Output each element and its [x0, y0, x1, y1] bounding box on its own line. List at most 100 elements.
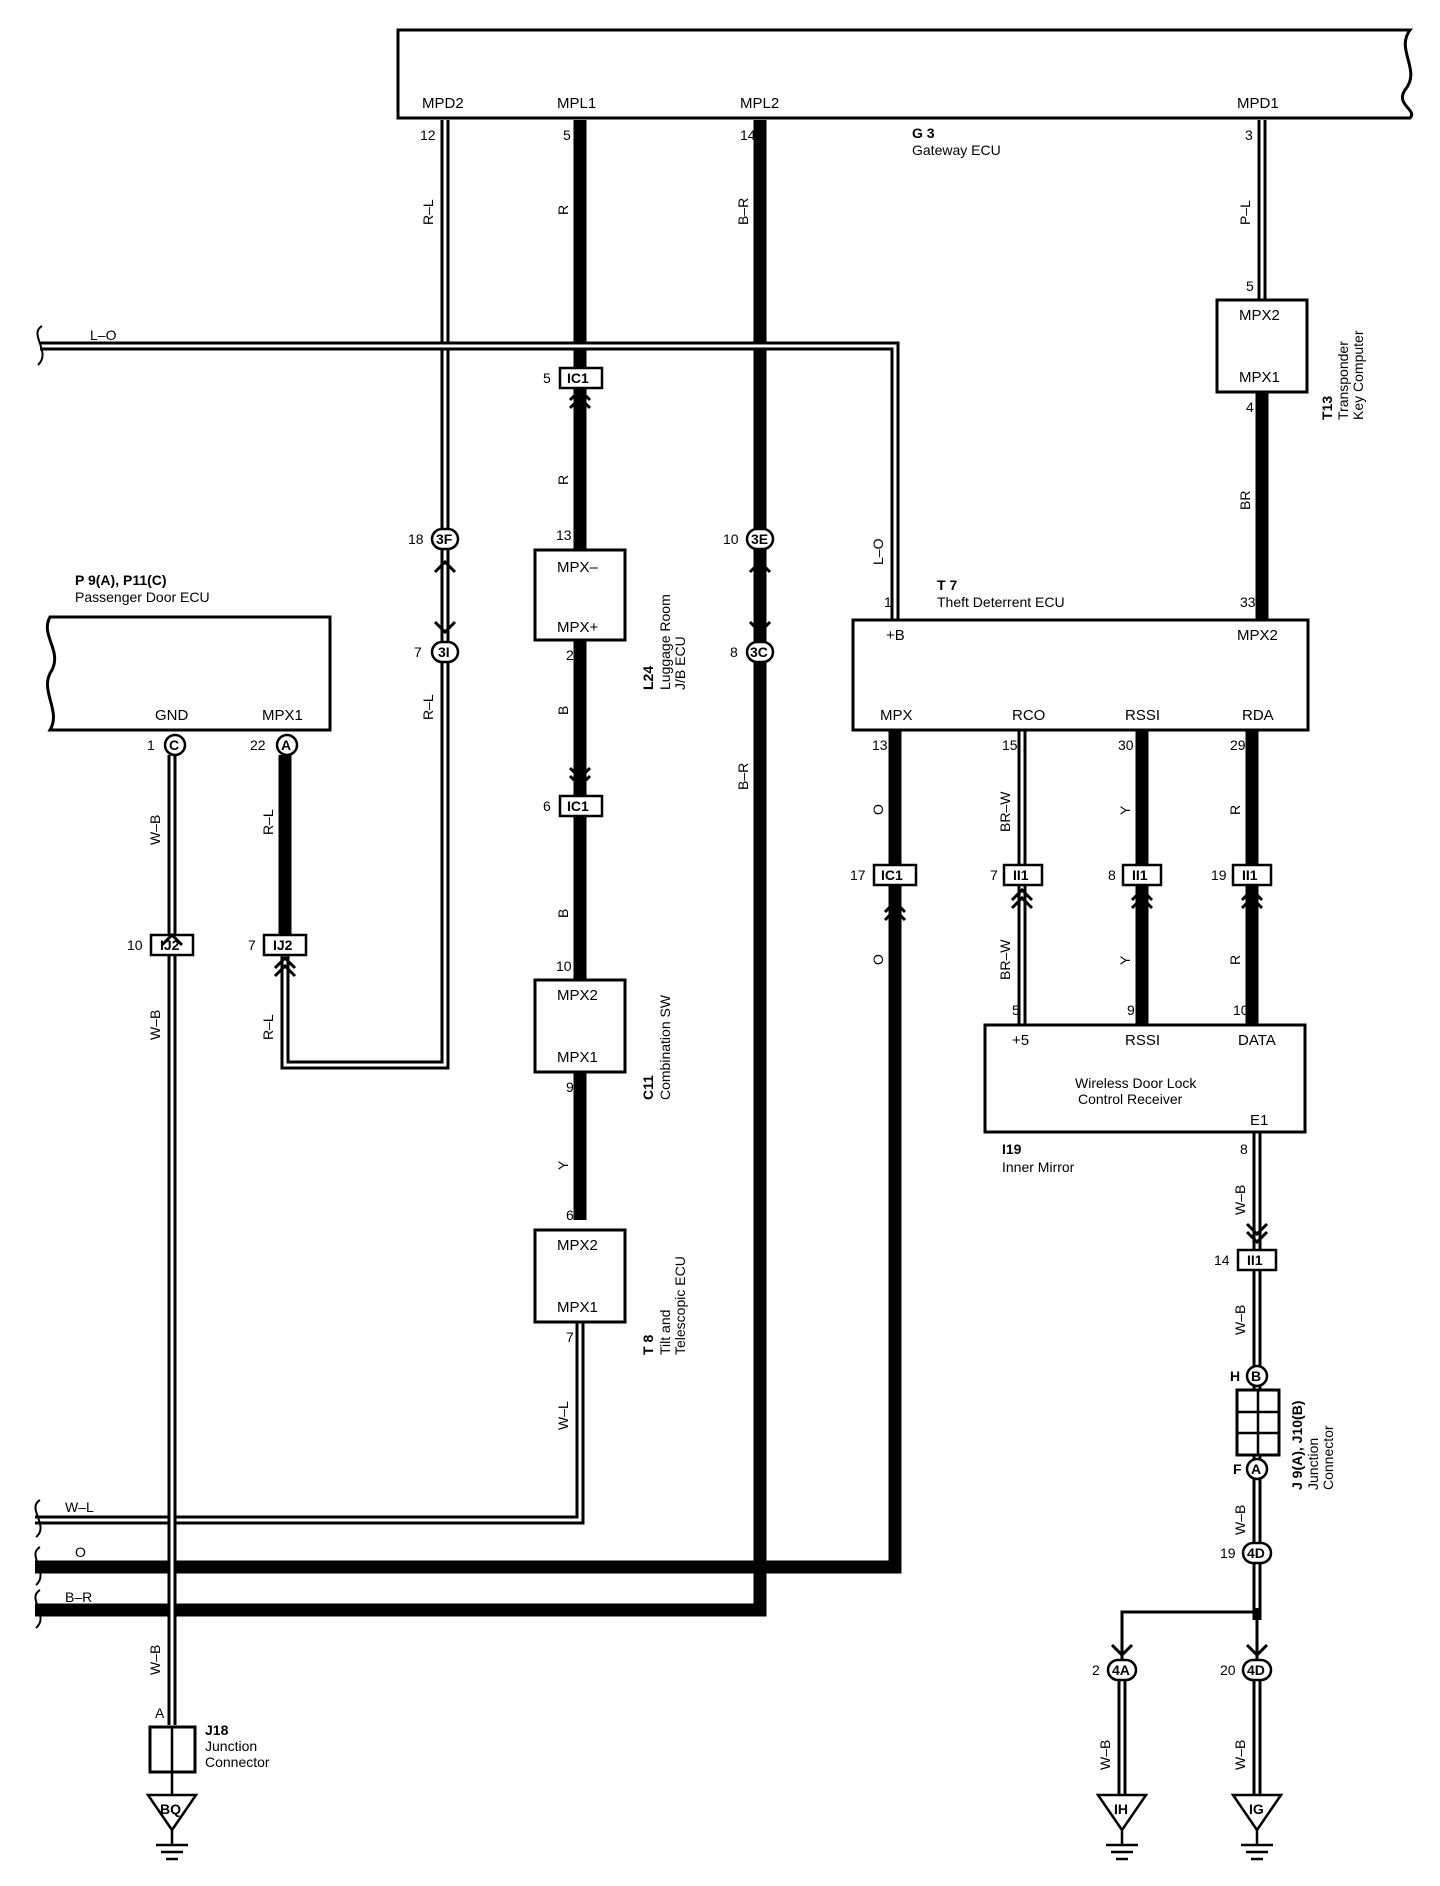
theft-num-mpx2: 33	[1240, 594, 1256, 610]
wc-b2: B	[555, 909, 571, 918]
gateway-pin-mpl1: MPL1	[557, 95, 596, 112]
luggage-num-top: 13	[556, 527, 572, 543]
theft-name: Theft Deterrent ECU	[937, 594, 1065, 610]
luggage-num-bot: 2	[566, 647, 574, 663]
conn-ii1-b	[1121, 863, 1163, 887]
wireless-receiver: 5 9 10 +5 RSSI DATA Wireless Door Lock C…	[983, 1002, 1307, 1175]
passenger-name: Passenger Door ECU	[75, 589, 210, 605]
wc-wb2: W–B	[147, 1010, 163, 1040]
conn-ij2-b	[262, 933, 308, 957]
combination-sw: MPX2 MPX1 10 9 C11 Combination SW	[533, 958, 673, 1100]
receiver-title2: Control Receiver	[1078, 1091, 1183, 1107]
svg-text:18: 18	[408, 531, 424, 547]
wc-rl3: R–L	[260, 809, 276, 835]
passenger-pin-gnd: GND	[155, 707, 189, 724]
wc-y1: Y	[555, 1160, 571, 1170]
grounds: BQ IH IG	[145, 1772, 1284, 1861]
j9-conn-a	[1245, 1457, 1269, 1481]
passenger-code: P 9(A), P11(C)	[75, 572, 167, 588]
wc-y2: Y	[1117, 805, 1133, 815]
wc-lo-top: L–O	[90, 327, 117, 343]
svg-text:H: H	[1230, 1368, 1240, 1384]
transponder-pin-bot: MPX1	[1239, 369, 1280, 386]
gateway-name: Gateway ECU	[912, 142, 1001, 158]
combination-pin-bot: MPX1	[557, 1049, 598, 1066]
conn-4a	[1106, 1658, 1138, 1682]
combination-code: C11	[640, 1075, 656, 1100]
transponder-code: T13	[1319, 396, 1335, 420]
svg-text:IG: IG	[1249, 1801, 1264, 1817]
wires	[34, 120, 1269, 1795]
conn-3e	[745, 527, 775, 551]
theft-num-29: 29	[1230, 737, 1246, 753]
wire-rl	[280, 120, 450, 1070]
svg-text:3E: 3E	[751, 531, 768, 547]
wc-y3: Y	[1117, 955, 1133, 965]
connectors: IC1 5 IC1 6 IC1 17 IJ2 10 IJ2 7 II1 7 II…	[127, 366, 1278, 1272]
wc-r3: R	[1227, 805, 1243, 815]
wire-br-mpl2	[35, 120, 767, 1617]
theft-deterrent-ecu: T 7 Theft Deterrent ECU 1 33 +B MPX2 MPX…	[851, 577, 1310, 753]
svg-text:14: 14	[1214, 1252, 1230, 1268]
theft-pin-b: +B	[886, 627, 905, 644]
wc-brw2: BR–W	[997, 939, 1013, 980]
ground-ih	[1095, 1793, 1149, 1833]
svg-text:A: A	[1251, 1461, 1261, 1477]
transponder-pin-top: MPX2	[1239, 307, 1280, 324]
svg-text:4D: 4D	[1247, 1545, 1265, 1561]
combination-pin-top: MPX2	[557, 987, 598, 1004]
svg-text:J18: J18	[205, 1722, 229, 1738]
transponder-name1: Transponder	[1335, 341, 1351, 420]
theft-pin-mpx2: MPX2	[1237, 627, 1278, 644]
passenger-pin-mpx1: MPX1	[262, 707, 303, 724]
svg-text:F: F	[1233, 1461, 1242, 1477]
receiver-num-e1: 8	[1240, 1141, 1248, 1157]
svg-text:4A: 4A	[1112, 1662, 1130, 1678]
gateway-code: G 3	[912, 125, 935, 141]
receiver-num-10: 10	[1233, 1002, 1249, 1018]
svg-text:IH: IH	[1114, 1801, 1128, 1817]
receiver-num-5: 5	[1012, 1002, 1020, 1018]
wc-b1: B	[555, 706, 571, 715]
svg-text:3C: 3C	[750, 644, 768, 660]
transponder-key-computer: MPX2 MPX1 5 4 T13 Transponder Key Comput…	[1215, 278, 1366, 420]
wc-r4: R	[1227, 955, 1243, 965]
svg-text:IJ2: IJ2	[273, 937, 293, 953]
tilt-name1: Tilt and	[657, 1310, 673, 1355]
combination-num-bot: 9	[566, 1079, 574, 1095]
wire-o	[35, 730, 902, 1574]
theft-pin-mpx: MPX	[880, 707, 913, 724]
wc-wb5: W–B	[1232, 1505, 1248, 1535]
wc-rl2: R–L	[420, 694, 436, 720]
theft-num-b: 1	[884, 594, 892, 610]
passenger-conn-c	[163, 733, 187, 757]
wc-br-t: BR	[1237, 491, 1253, 510]
theft-pin-rssi: RSSI	[1125, 707, 1160, 724]
svg-text:7: 7	[990, 867, 998, 883]
ground-bq	[145, 1793, 199, 1833]
transponder-num-top: 5	[1246, 278, 1254, 294]
luggage-pin-bot: MPX+	[557, 619, 599, 636]
receiver-name: Inner Mirror	[1002, 1159, 1075, 1175]
wire-wl	[35, 1320, 585, 1525]
svg-text:Junction: Junction	[205, 1738, 257, 1754]
gateway-pin-mpd1: MPD1	[1237, 95, 1279, 112]
wc-o1: O	[870, 804, 886, 815]
j9-conn-b	[1245, 1364, 1269, 1388]
svg-text:10: 10	[127, 937, 143, 953]
tilt-num-bot: 7	[566, 1329, 574, 1345]
wc-wb8: W–B	[1232, 1740, 1248, 1770]
passenger-letter-a: A	[281, 737, 291, 753]
receiver-pin-plus5: +5	[1012, 1032, 1029, 1049]
conn-3c	[745, 640, 775, 664]
svg-text:II1: II1	[1247, 1252, 1263, 1268]
theft-num-15: 15	[1002, 737, 1018, 753]
conn-ic1-a	[558, 366, 604, 390]
gateway-pin-mpl2: MPL2	[740, 95, 779, 112]
svg-text:8: 8	[1108, 867, 1116, 883]
theft-code: T 7	[937, 577, 957, 593]
passenger-conn-a	[275, 733, 299, 757]
conn-4d-a	[1241, 1541, 1273, 1565]
wire-color-labels: L–O R–L R B–R P–L R BR L–O R–L B B–R W–B…	[65, 198, 1253, 1770]
combination-num-top: 10	[556, 958, 572, 974]
